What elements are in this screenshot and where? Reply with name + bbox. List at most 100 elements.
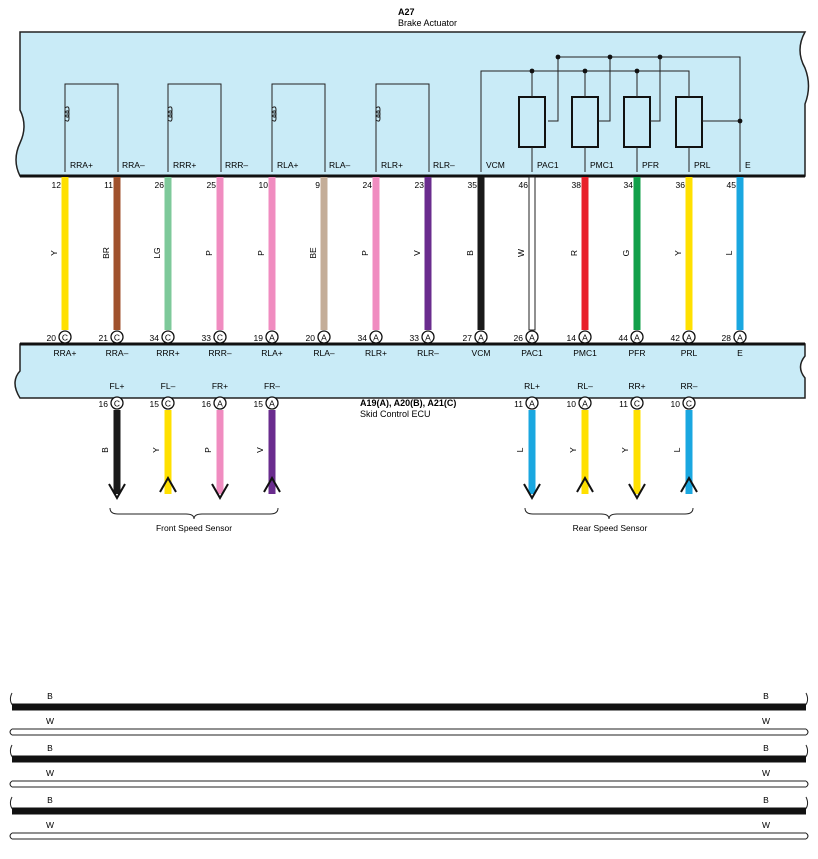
wire-color-code: L bbox=[724, 250, 734, 255]
cable-color-label-left: B bbox=[47, 743, 53, 753]
ecu-pin-label: RLA+ bbox=[261, 348, 283, 358]
sensor-connector-letter: A bbox=[529, 399, 535, 409]
ecu-code: A19(A), A20(B), A21(C) bbox=[360, 398, 456, 408]
ground-drop bbox=[598, 57, 611, 122]
pressure-sensor-3 bbox=[623, 96, 651, 148]
actuator-pin-number: 9 bbox=[315, 180, 320, 190]
sensor-connector-letter: C bbox=[634, 399, 640, 409]
ecu-connector-circle bbox=[317, 330, 331, 344]
solenoid-coil-4 bbox=[375, 83, 430, 172]
wire-color-code: BE bbox=[308, 247, 318, 259]
actuator-pin-number: 26 bbox=[155, 180, 165, 190]
junction-dot bbox=[555, 54, 561, 60]
sensor-pin-number: 10 bbox=[671, 399, 681, 409]
wire-color-code: LG bbox=[152, 247, 162, 258]
ecu-connector-circle bbox=[161, 330, 175, 344]
sensor-pin-label: FR+ bbox=[212, 381, 228, 391]
ecu-connector-circle bbox=[110, 330, 124, 344]
front-sensor-brace bbox=[109, 507, 279, 520]
sensor-wire-color-code: P bbox=[203, 447, 213, 453]
wire-color-code: P bbox=[360, 250, 370, 256]
ecu-connector-letter: A bbox=[686, 333, 692, 343]
ecu-pin-label: RLR+ bbox=[365, 348, 387, 358]
actuator-pin-number: 12 bbox=[52, 180, 62, 190]
ecu-pin-label: PRL bbox=[681, 348, 698, 358]
ecu-connector-circle bbox=[421, 330, 435, 344]
actuator-pin-label: RRR+ bbox=[173, 160, 196, 170]
junction-dot bbox=[634, 68, 640, 74]
ecu-connector-letter: A bbox=[425, 333, 431, 343]
ecu-pin-label: PFR bbox=[629, 348, 646, 358]
actuator-pin-number: 45 bbox=[727, 180, 737, 190]
actuator-pin-label: RRA– bbox=[122, 160, 145, 170]
wire-body bbox=[528, 176, 536, 331]
arrow-down-icon bbox=[523, 483, 541, 501]
sensor-wire-color-code: Y bbox=[620, 447, 630, 453]
vcm-bus bbox=[480, 70, 532, 172]
sensor-wire-color-code: Y bbox=[568, 447, 578, 453]
cable-end-left bbox=[9, 832, 13, 840]
ecu-pin-number: 20 bbox=[47, 333, 57, 343]
wire-color-code: Y bbox=[49, 250, 59, 256]
arrow-up-icon bbox=[159, 475, 177, 493]
sensor-pin-number: 11 bbox=[514, 399, 523, 409]
sensor-connector-circle bbox=[525, 396, 539, 410]
actuator-pin-label: RLR– bbox=[433, 160, 455, 170]
sensor-connector-circle bbox=[161, 396, 175, 410]
ecu-connector-letter: A bbox=[478, 333, 484, 343]
sensor-pin-label: RR– bbox=[680, 381, 697, 391]
actuator-pin-number: 24 bbox=[363, 180, 373, 190]
coil-wire bbox=[64, 83, 119, 172]
cable-end-right bbox=[805, 832, 809, 840]
coil-icon bbox=[271, 106, 277, 122]
sensor-pin-label: RL– bbox=[577, 381, 593, 391]
ecu-connector-letter: C bbox=[114, 333, 120, 343]
actuator-pin-number: 25 bbox=[207, 180, 217, 190]
sensor-connector-circle bbox=[578, 396, 592, 410]
cable-color-label-right: B bbox=[763, 743, 769, 753]
ecu-pin-number: 42 bbox=[671, 333, 681, 343]
pressure-sensor-2 bbox=[571, 96, 599, 148]
actuator-pin-label: PRL bbox=[694, 160, 711, 170]
junction-dot bbox=[737, 118, 743, 124]
actuator-pin-number: 11 bbox=[104, 180, 113, 190]
actuator-internal-circuit bbox=[64, 54, 743, 172]
ecu-connector-circle bbox=[369, 330, 383, 344]
ecu-pin-number: 34 bbox=[150, 333, 160, 343]
ecu-pin-number: 19 bbox=[254, 333, 264, 343]
ecu-connector-letter: A bbox=[269, 333, 275, 343]
ecu-pin-label: RRR+ bbox=[156, 348, 179, 358]
sensor-wire-color-code: Y bbox=[151, 447, 161, 453]
arrow-down-icon bbox=[108, 483, 126, 501]
sensor-wire-color-code: L bbox=[515, 447, 525, 452]
ecu-connector-letter: C bbox=[62, 333, 68, 343]
ecu-connector-circle bbox=[525, 330, 539, 344]
coil-icon bbox=[64, 106, 70, 122]
actuator-code: A27 bbox=[398, 7, 415, 17]
actuator-pin-number: 36 bbox=[676, 180, 686, 190]
actuator-pin-number: 23 bbox=[415, 180, 425, 190]
sensor-connector-letter: A bbox=[217, 399, 223, 409]
ecu-pin-label: RRA+ bbox=[54, 348, 77, 358]
ecu-pin-number: 28 bbox=[722, 333, 732, 343]
wire-color-code: G bbox=[621, 250, 631, 257]
sensor-pin-number: 15 bbox=[150, 399, 160, 409]
sensor-pin-number: 10 bbox=[567, 399, 577, 409]
ecu-pin-label: E bbox=[737, 348, 743, 358]
ecu-pin-label: RRA– bbox=[106, 348, 129, 358]
ecu-connector-letter: C bbox=[165, 333, 171, 343]
cable-end-left bbox=[9, 728, 13, 736]
sensor-connector-circle bbox=[110, 396, 124, 410]
front-speed-sensor-label: Front Speed Sensor bbox=[156, 523, 232, 533]
actuator-pin-label: RLR+ bbox=[381, 160, 403, 170]
